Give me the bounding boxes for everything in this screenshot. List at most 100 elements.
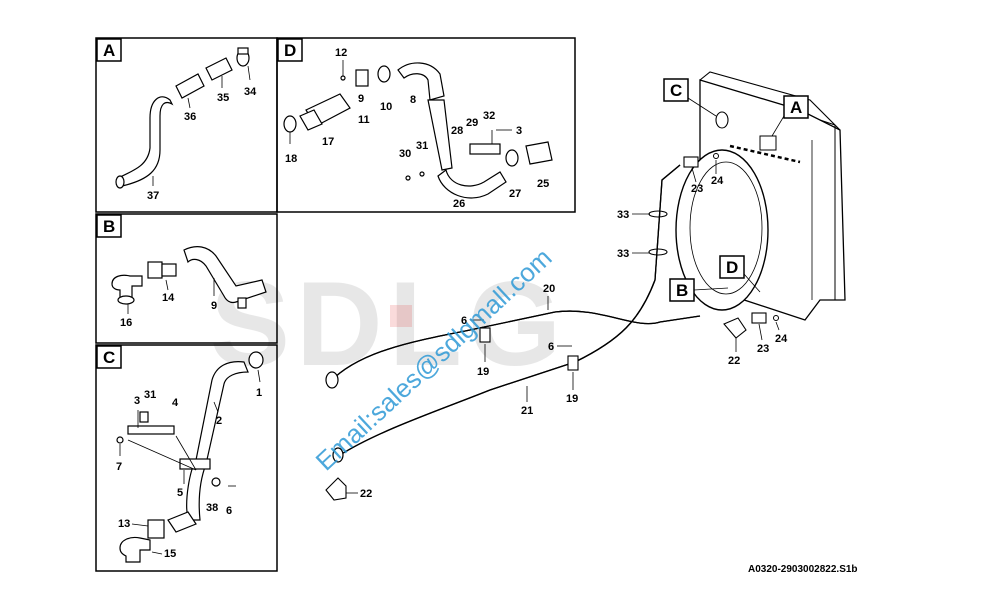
callout-d-box [719,255,745,279]
part-5-label: 5 [177,487,183,499]
callout-c-box [663,78,689,102]
radiator-outlet [759,135,777,151]
elbow-22-left [325,477,347,501]
nut-7 [116,436,124,444]
clamp-18 [283,115,297,133]
elbow-16-end [117,295,135,305]
washer-38 [211,477,221,487]
part-2-label: 2 [216,415,222,427]
panel-d-letter: D [284,41,296,60]
flange-14-pipe [161,263,177,277]
hose-9-stub [237,297,247,309]
part-37-label: 37 [147,190,159,202]
bracket-5 [179,458,211,470]
nut-30 [405,175,411,181]
flange-14 [147,261,163,279]
part-3d-label: 3 [516,125,522,137]
part-19-lower-label: 19 [566,393,578,405]
sleeve-35 [205,57,233,81]
part-7-label: 7 [116,461,122,473]
elbow-15 [119,536,151,563]
nut-12 [340,75,346,81]
sleeve-17 [299,109,323,131]
callout-b-letter: B [676,281,688,300]
part-34-label: 34 [244,86,257,98]
brand-logo-square [390,305,412,327]
panel-d: D 12 9 10 8 11 17 18 28 29 32 3 30 31 27… [276,37,576,213]
part-6-lower-label: 6 [548,341,554,353]
part-12-label: 12 [335,47,347,59]
panel-c-frame [95,344,278,572]
part-27-label: 27 [509,188,521,200]
part-17-label: 17 [322,136,334,148]
hose-9 [183,246,267,304]
part-9-label: 9 [211,300,217,312]
part-24-upper-label: 24 [711,175,724,187]
sleeve-36 [175,73,205,99]
washer-24-upper [713,153,719,159]
strap-33-upper [648,210,668,218]
callout-a-box [783,95,809,119]
part-10-label: 10 [380,101,392,113]
sleeve-13-pipe [167,511,197,533]
hose-8-pipe [427,99,453,171]
fitting-23-upper [683,156,699,168]
part-33-lower-label: 33 [617,248,629,260]
part-31-label: 31 [144,389,156,401]
part-20-label: 20 [543,283,555,295]
plate-4 [127,425,175,435]
hose-21-end [332,447,344,463]
elbow-22-right [723,317,747,339]
part-32-label: 32 [483,110,495,122]
part-23-upper-label: 23 [691,183,703,195]
part-25-label: 25 [537,178,549,190]
drawing-code: A0320-2903002822.S1b [748,564,858,575]
part-6-label: 6 [226,505,232,517]
hose-20-end [325,371,339,389]
radiator-inlet [715,111,729,129]
part-29-label: 29 [466,117,478,129]
part-35-label: 35 [217,92,229,104]
dashed-connection [729,144,801,164]
part-21-label: 21 [521,405,533,417]
clamp-1 [248,351,264,369]
part-6-upper-label: 6 [461,315,467,327]
clamp-19-upper [479,327,491,343]
part-22-right-label: 22 [728,355,740,367]
panel-c-tag [96,345,122,369]
panel-d-tag [277,38,303,62]
part-11-label: 11 [358,114,370,126]
part-18-label: 18 [285,153,297,165]
part-22-left-label: 22 [360,488,372,500]
elbow-16 [111,274,143,303]
part-15-label: 15 [164,548,176,560]
part-4-label: 4 [172,397,179,409]
part-24-lower-label: 24 [775,333,788,345]
bracket-29 [469,143,501,155]
hose-37-end [115,175,125,189]
part-33-upper-label: 33 [617,209,629,221]
part-23-lower-label: 23 [757,343,769,355]
flange-13 [147,519,165,539]
callout-d-letter: D [726,258,738,277]
part-1-label: 1 [256,387,262,399]
part-31d-label: 31 [416,140,428,152]
panel-b: B 16 14 9 [95,213,278,344]
part-14-label: 14 [162,292,175,304]
part-26-label: 26 [453,198,465,210]
panel-b-letter: B [103,217,115,236]
part-30-label: 30 [399,148,411,160]
panel-a: A 37 36 35 34 [95,37,278,213]
hose-8 [397,62,445,101]
clamp-19-lower [567,355,579,371]
hose-26 [437,168,507,199]
brand-watermark: SDLG [210,257,567,391]
part-9d-label: 9 [358,93,364,105]
panel-c-letter: C [103,348,115,367]
hose-37 [117,96,174,187]
part-16-label: 16 [120,317,132,329]
part-3-label: 3 [134,395,140,407]
callout-c-letter: C [670,81,682,100]
